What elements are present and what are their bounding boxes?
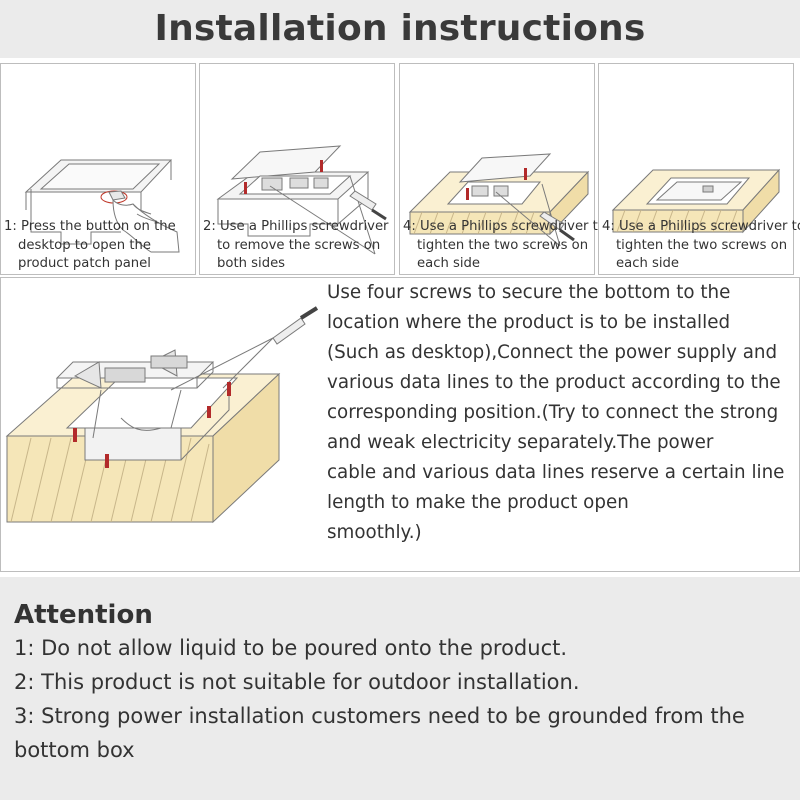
attention-item: 3: Strong power installation customers n… (14, 704, 745, 728)
step-1-illustration (24, 159, 180, 253)
step-panel-2: 2: Use a Phillips screwdriver to remove … (199, 63, 395, 275)
step-3-illustration (408, 153, 590, 247)
step-caption-4: 4: Use a Phillips screwdriver to tighten… (602, 219, 800, 271)
page-title: Installation instructions (154, 8, 646, 49)
step-panel-1: 1: Press the button on the desktop to op… (0, 63, 196, 275)
attention-title: Attention (14, 600, 153, 630)
attention-item: 2: This product is not suitable for outd… (14, 670, 580, 694)
attention-item: 1: Do not allow liquid to be poured onto… (14, 636, 568, 660)
step-4-illustration (611, 168, 781, 234)
step-panel-4: 4: Use a Phillips screwdriver to tighten… (598, 63, 800, 275)
main-instructions-text: Use four screws to secure the bottom to … (327, 282, 785, 543)
main-install-panel (0, 277, 800, 572)
attention-section: Attention 1: Do not allow liquid to be p… (0, 577, 800, 800)
attention-item: bottom box (14, 738, 135, 762)
header-band: Installation instructions (0, 0, 800, 58)
step-caption-3: 4: Use a Phillips screwdriver to tighten… (403, 219, 606, 271)
step-2-illustration (216, 145, 387, 255)
step-caption-2: 2: Use a Phillips screwdriver to remove … (203, 219, 389, 271)
main-illustration (5, 306, 319, 524)
attention-list: 1: Do not allow liquid to be poured onto… (14, 631, 745, 767)
step-panel-3: 4: Use a Phillips screwdriver to tighten… (399, 63, 606, 275)
step-caption-1: 1: Press the button on the desktop to op… (4, 219, 176, 271)
